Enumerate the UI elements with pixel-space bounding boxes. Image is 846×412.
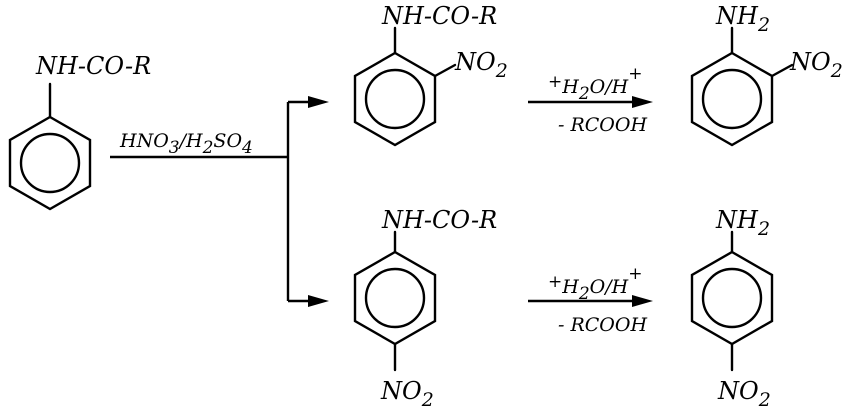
- hydrolysis-reagent-bottom: +H2O/H+: [548, 264, 642, 304]
- amine-label: NH2: [715, 2, 770, 36]
- hydrolysis-arrow-bottom: [528, 295, 653, 307]
- hydrolysis-reagent-top: +H2O/H+: [548, 64, 642, 104]
- aromatic-circle: [701, 267, 763, 329]
- nitro-label: NO2: [789, 48, 843, 82]
- nitro-bond: [433, 63, 457, 78]
- nitro-label: NO2: [380, 377, 434, 411]
- nitration-arrow: [110, 96, 329, 307]
- para-amine-molecule: NH2 NO2: [690, 206, 774, 411]
- ortho-amide-molecule: NH-CO-R NO2: [353, 2, 508, 147]
- start-molecule: NH-CO-R: [8, 52, 151, 211]
- amide-label: NH-CO-R: [381, 206, 497, 234]
- aromatic-circle: [19, 132, 81, 194]
- amide-label: NH-CO-R: [381, 2, 497, 30]
- benzene-ring: [8, 115, 92, 211]
- nitro-bond: [770, 63, 794, 78]
- nitration-reagent: HNO3/H2SO4: [119, 130, 253, 158]
- aromatic-circle: [364, 267, 426, 329]
- aromatic-circle: [701, 68, 763, 130]
- byproduct-bottom: - RCOOH: [558, 314, 647, 336]
- amine-label: NH2: [715, 206, 770, 240]
- amide-label: NH-CO-R: [35, 52, 151, 80]
- ortho-amine-molecule: NH2 NO2: [690, 2, 843, 147]
- nitro-label: NO2: [454, 48, 508, 82]
- nitro-label: NO2: [717, 377, 771, 411]
- aromatic-circle: [364, 68, 426, 130]
- byproduct-top: - RCOOH: [558, 114, 647, 136]
- para-amide-molecule: NH-CO-R NO2: [353, 206, 497, 411]
- hydrolysis-arrow-top: [528, 96, 653, 108]
